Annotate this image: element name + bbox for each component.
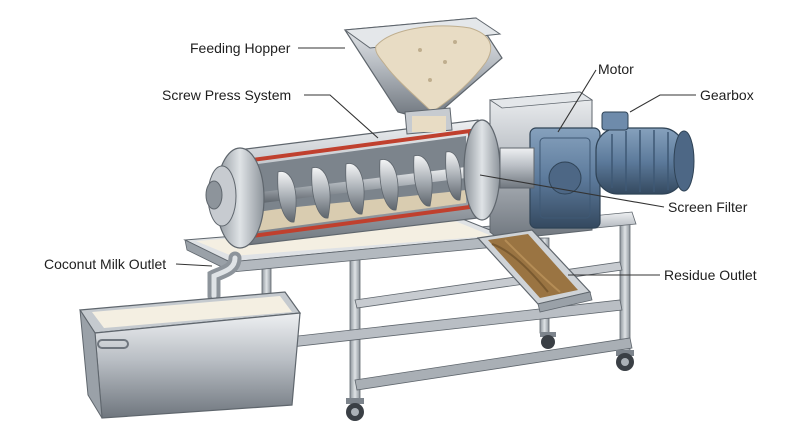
leader-lines [175, 47, 696, 276]
screw-flights [277, 151, 462, 223]
caster-wheel [540, 332, 556, 349]
caster-wheel [346, 398, 364, 421]
label-coconut-milk-outlet: Coconut Milk Outlet [44, 256, 167, 272]
leader-coconut-milk [175, 263, 213, 267]
residue-outlet-chute [476, 229, 593, 313]
motor-body [595, 111, 695, 195]
collection-tray [183, 217, 507, 273]
leader-screw-press [304, 94, 379, 139]
label-screen-filter: Screen Filter [668, 199, 748, 215]
label-motor: Motor [598, 61, 634, 77]
gearbox-body [529, 127, 601, 229]
milk-collection-tub [78, 291, 302, 419]
screw-press-barrel [205, 119, 535, 249]
feeding-hopper-body [343, 17, 503, 135]
label-screw-press-system: Screw Press System [162, 87, 292, 103]
caster-wheel [616, 350, 634, 371]
leader-gearbox [629, 94, 696, 113]
label-residue-outlet: Residue Outlet [664, 267, 757, 283]
label-feeding-hopper: Feeding Hopper [190, 40, 291, 56]
leader-motor [557, 69, 597, 133]
label-gearbox: Gearbox [700, 87, 754, 103]
leader-screen-filter [479, 174, 665, 208]
